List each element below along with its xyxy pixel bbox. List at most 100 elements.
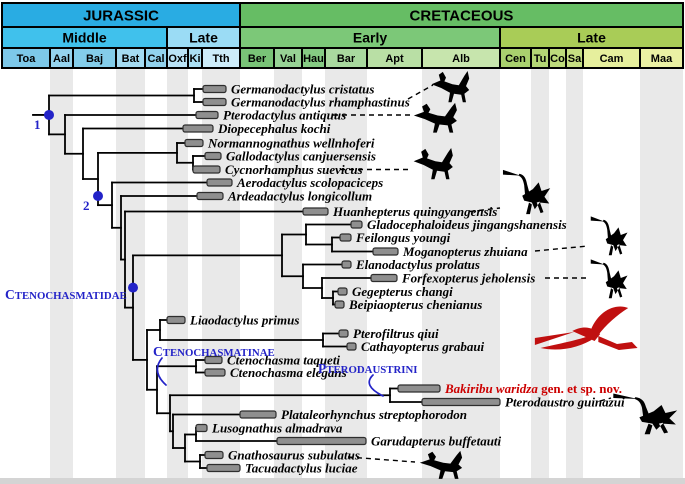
taxon-label-g_cris: Germanodactylus cristatus [231, 82, 374, 97]
taxon-label-g_canj: Gallodactylus canjuersensis [226, 149, 376, 164]
stage-stripe-tth [202, 69, 240, 478]
taxon-label-g_chan: Gegepterus changi [352, 284, 453, 299]
stratigraphic-range-bars [166, 84, 501, 473]
taxon-label-c_suev: Cycnorhamphus suevicus [225, 162, 363, 177]
stage-label-bat: Bat [122, 53, 140, 65]
range-bar-b_wari [397, 384, 441, 393]
stage-label-co: Co [550, 53, 565, 65]
node-dot-ctenochasmatidae [128, 282, 138, 293]
taxon-label-c_grab: Cathayopterus grabaui [361, 339, 485, 354]
silhouette-forfexopterus-icon [590, 259, 628, 299]
taxon-label-h_quin: Huanhepterus quingyangensis [332, 204, 497, 219]
taxon-label-p_guin: Pterodaustro guinazui [505, 395, 625, 410]
range-bar-n_well [184, 138, 204, 148]
stage-stripe-bar [325, 69, 367, 478]
taxon-label-g_buff: Garudapterus buffetauti [371, 434, 502, 449]
range-bar-p_ant [195, 110, 219, 120]
range-bar-c_grab [346, 342, 357, 351]
taxon-label-b_wari: Bakiribu waridza gen. et sp. nov. [444, 381, 622, 396]
taxon-label-b_chen: Beipiaopterus chenianus [348, 297, 482, 312]
taxon-label-a_long: Ardeadactylus longicollum [227, 189, 372, 204]
taxon-label-m_zhui: Moganopterus zhuiana [402, 244, 528, 259]
stage-stripe-sa [566, 69, 583, 478]
dash-gnathosaurus [347, 456, 416, 463]
node-dot-2 [93, 191, 103, 202]
stage-label-hau: Hau [303, 53, 324, 65]
node-dot-1 [44, 109, 54, 120]
stage-stripe-oxf [167, 69, 188, 478]
silhouette-bakiribu-icon [534, 306, 638, 350]
stage-label-baj: Baj [86, 53, 103, 65]
taxon-label-p_strep: Plataleorhynchus streptophorodon [281, 407, 467, 422]
range-bar-e_prol [341, 260, 352, 269]
stage-label-cal: Cal [147, 53, 164, 65]
range-bar-m_zhui [372, 247, 399, 256]
dashed-connectors [333, 84, 612, 463]
figure-bottom-edge [0, 478, 685, 484]
clade-label-pterodaustrini: PTERODAUSTRINI [318, 361, 417, 376]
taxon-label-a_scol: Aerodactylus scolopaciceps [236, 175, 383, 190]
range-bar-g_subu [204, 450, 224, 460]
clade-annotations: 21CTENOCHASMATIDAECTENOCHASMATINAEPTEROD… [5, 109, 417, 397]
range-bar-g_buff [276, 436, 367, 446]
range-bar-p_strep [239, 410, 277, 419]
taxon-label-f_youn: Feilongus youngi [355, 230, 451, 245]
stage-stripe-aal [50, 69, 73, 478]
taxon-labels: Germanodactylus cristatusGermanodactylus… [189, 82, 625, 476]
stage-stripe-tu [531, 69, 549, 478]
taxon-label-p_ant: Pterodactylus antiquus [223, 108, 346, 123]
arrow-ctenochasmatinae [156, 357, 167, 386]
clade-label-ctenochasmatinae: CTENOCHASMATINAE [153, 344, 275, 359]
stage-label-cen: Cen [505, 53, 526, 65]
taxon-label-d_koch: Diopecephalus kochi [217, 121, 331, 136]
epoch-label-late: Late [577, 30, 606, 46]
range-bar-a_long [196, 191, 224, 201]
dash-rhamphastinus [407, 84, 434, 100]
stage-cell-maa [639, 47, 684, 69]
stage-label-val: Val [280, 53, 296, 65]
geological-timescale-header: JURASSIC CRETACEOUS Middle Late Early LateToa… [1, 2, 684, 69]
range-bar-g_rham [202, 97, 227, 107]
node-number-1: 1 [34, 117, 41, 132]
range-bar-c_suev [192, 165, 221, 174]
stage-label-sa: Sa [568, 53, 582, 65]
taxon-label-p_qiui: Pterofiltrus qiui [353, 326, 439, 341]
range-bar-h_quin [302, 207, 329, 216]
range-bar-d_koch [182, 124, 214, 133]
range-bar-f_jeho [370, 273, 398, 283]
dash-pterodaustro [599, 397, 612, 402]
stage-stripe-bat [116, 69, 145, 478]
range-bar-c_taqu [204, 355, 223, 365]
epoch-label-middle: Middle [62, 30, 107, 46]
stage-label-tu: Tu [534, 53, 547, 65]
period-cell-jurassic [1, 2, 241, 28]
range-bar-c_eleg [204, 368, 226, 377]
stage-label-tth: Tth [212, 53, 229, 65]
range-bar-p_guin [421, 397, 501, 407]
epoch-label-late: Late [189, 30, 218, 46]
silhouette-moganopterus-icon [590, 216, 628, 256]
stage-label-ber: Ber [248, 53, 267, 65]
range-bar-a_scol [206, 178, 233, 187]
range-bar-t_luci [206, 463, 241, 473]
taxon-label-t_luci: Tacuadactylus luciae [245, 461, 358, 476]
range-bar-p_qiui [338, 329, 349, 338]
period-label-cretaceous: CRETACEOUS [410, 7, 514, 24]
taxon-label-g_subu: Gnathosaurus subulatus [228, 448, 360, 463]
period-label-jurassic: JURASSIC [83, 7, 159, 24]
stage-label-aal: Aal [53, 53, 70, 65]
stage-label-alb: Alb [452, 53, 470, 65]
stage-label-toa: Toa [17, 53, 37, 65]
clade-label-ctenochasmatidae: CTENOCHASMATIDAE [5, 287, 127, 302]
epoch-label-early: Early [353, 30, 387, 46]
stage-label-apt: Apt [385, 53, 404, 65]
taxon-label-l_alma: Lusognathus almadrava [211, 421, 343, 436]
arrow-pterodaustrini [368, 374, 384, 397]
taxon-label-g_rham: Germanodactylus rhamphastinus [231, 95, 410, 110]
range-bar-g_canj [204, 151, 222, 161]
range-bar-l_prim [166, 315, 186, 325]
taxon-label-e_prol: Elanodactylus prolatus [355, 257, 480, 272]
taxon-label-n_well: Normannognathus wellnhoferi [207, 136, 375, 151]
background-stripes [0, 69, 685, 484]
silhouette-bakiribu [534, 306, 638, 350]
